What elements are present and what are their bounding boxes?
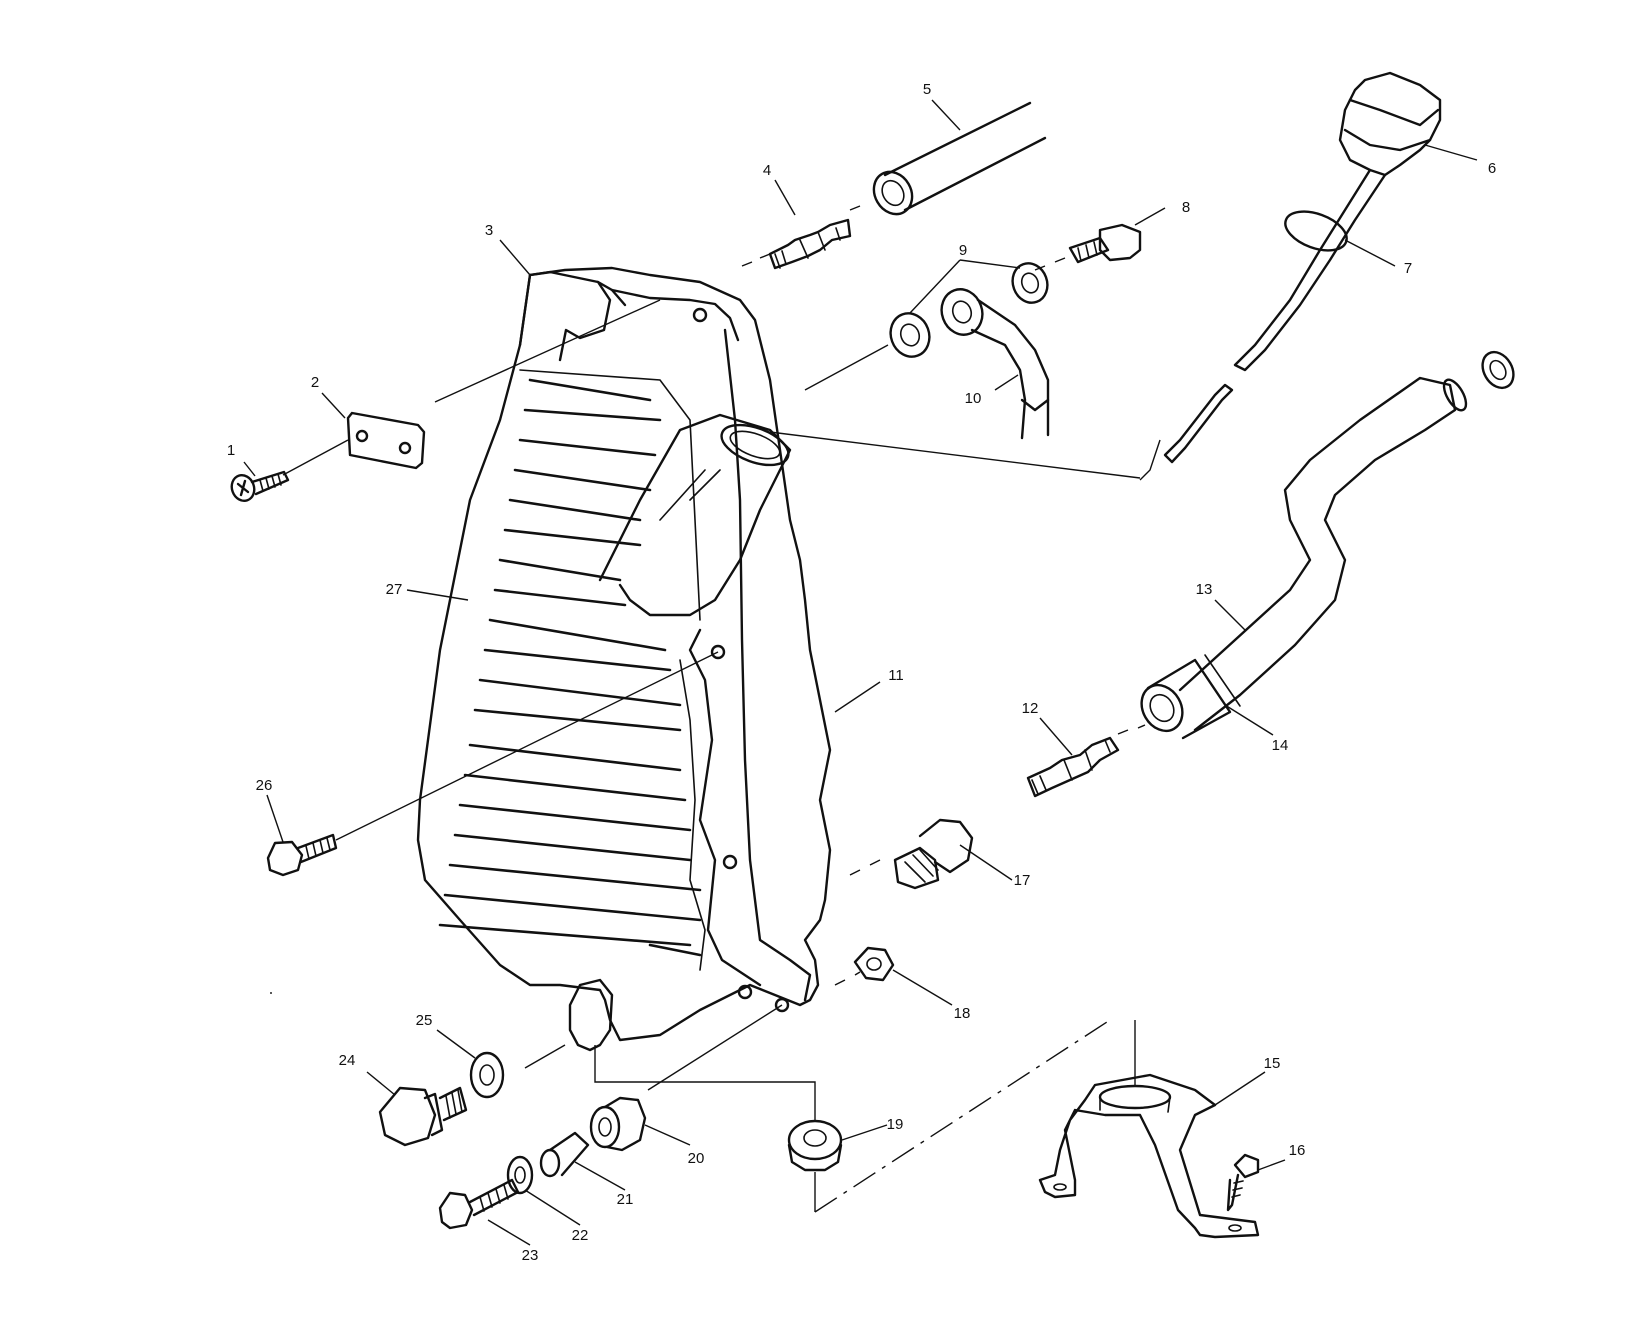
hose-fitting-part-12 <box>1026 736 1120 798</box>
callout-9: 9 <box>959 242 967 259</box>
callout-7: 7 <box>1404 260 1412 277</box>
callout-4: 4 <box>763 162 771 179</box>
callout-25: 25 <box>416 1012 433 1029</box>
callout-14: 14 <box>1272 737 1289 754</box>
oil-tank <box>416 266 832 1052</box>
callout-17: 17 <box>1014 872 1031 889</box>
callout-27: 27 <box>386 581 403 598</box>
callout-6: 6 <box>1488 160 1496 177</box>
o-ring-part-7 <box>1284 210 1348 252</box>
banjo-bolt-part-8 <box>1068 223 1142 264</box>
bolt-part-26 <box>266 833 338 877</box>
grommet-part-20 <box>589 1096 647 1152</box>
callout-26: 26 <box>256 777 273 794</box>
assembly-lines <box>270 205 1161 1213</box>
spacer-part-21 <box>539 1131 590 1178</box>
callout-16: 16 <box>1289 1142 1306 1159</box>
callout-5: 5 <box>923 81 931 98</box>
callout-13: 13 <box>1196 581 1213 598</box>
callout-10: 10 <box>965 390 982 407</box>
callout-11: 11 <box>888 667 904 684</box>
callout-24: 24 <box>339 1052 356 1069</box>
callout-23: 23 <box>522 1247 539 1264</box>
grommet-part-19 <box>787 1119 843 1172</box>
mounting-plate-part-2 <box>346 411 426 470</box>
callout-18: 18 <box>954 1005 971 1022</box>
callout-1: 1 <box>227 442 235 459</box>
callout-20: 20 <box>688 1150 705 1167</box>
callout-19: 19 <box>887 1116 904 1133</box>
callout-12: 12 <box>1022 700 1039 717</box>
callout-3: 3 <box>485 222 493 239</box>
drain-bolt-part-24 <box>378 1086 468 1147</box>
screw-part-1 <box>230 470 290 502</box>
oil-hose-part-13 <box>1140 350 1515 740</box>
leader-lines <box>243 99 1478 1246</box>
nut-part-18 <box>853 946 895 982</box>
bolt-part-23 <box>438 1178 520 1230</box>
oil-line-part-10 <box>940 288 1050 440</box>
hose-part-5 <box>872 101 1047 216</box>
oil-sensor-part-17 <box>893 818 974 890</box>
callout-21: 21 <box>617 1191 634 1208</box>
callout-8: 8 <box>1182 199 1190 216</box>
callout-22: 22 <box>572 1227 589 1244</box>
screw-part-16 <box>1226 1153 1260 1212</box>
callout-15: 15 <box>1264 1055 1281 1072</box>
tank-bracket-part-15 <box>1038 1073 1260 1239</box>
callout-2: 2 <box>311 374 319 391</box>
sealing-washers-part-9 <box>889 262 1049 358</box>
hose-fitting-part-4 <box>768 218 852 270</box>
dipstick-cap-part-6 <box>1163 71 1442 464</box>
sealing-washer-part-25 <box>469 1051 505 1099</box>
washer-part-22 <box>506 1155 534 1195</box>
callout-labels: 1 2 3 4 5 6 7 8 9 10 11 12 13 14 15 16 1… <box>227 81 1496 1264</box>
